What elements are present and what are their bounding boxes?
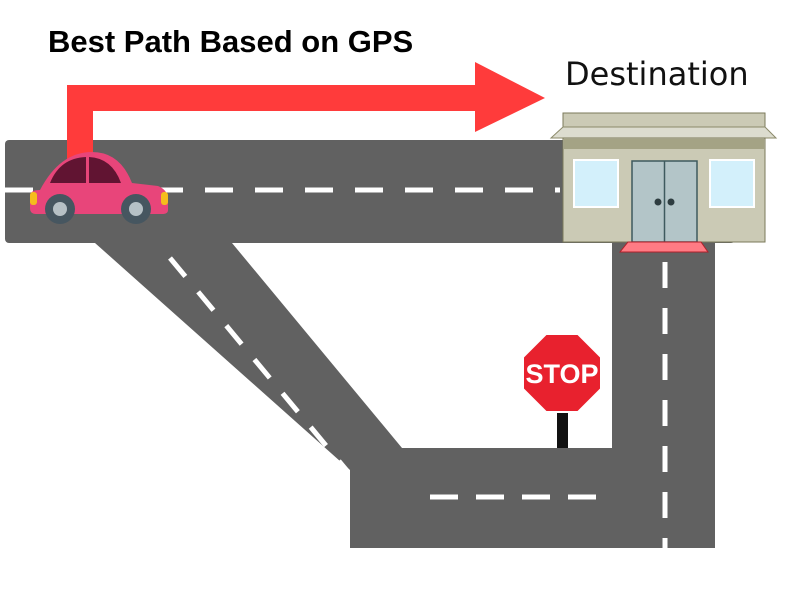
diagram-title: Best Path Based on GPS	[48, 24, 413, 59]
best-path-arrow	[67, 62, 545, 160]
road-network	[5, 140, 735, 548]
stop-sign: STOP	[522, 333, 602, 448]
stop-sign-text: STOP	[525, 359, 598, 389]
car-icon	[30, 152, 168, 224]
doormat	[618, 241, 709, 253]
destination-building	[549, 112, 778, 253]
destination-label: Destination	[565, 55, 749, 93]
diagonal-road-dashes	[168, 256, 350, 474]
